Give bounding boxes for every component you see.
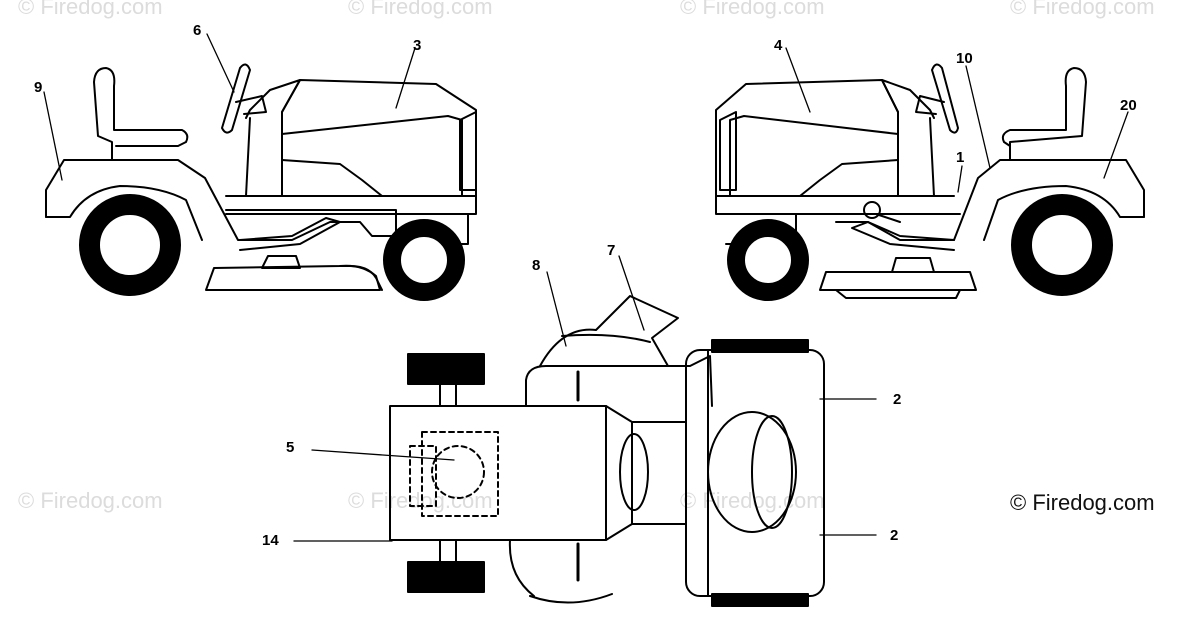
- hood-dome-inner: [751, 415, 793, 529]
- hood-grille: [459, 111, 477, 191]
- front-wheel-rim: [743, 235, 793, 285]
- front-hood: [685, 349, 825, 597]
- callout-8: 8: [532, 257, 540, 274]
- callout-14: 14: [262, 532, 279, 549]
- brand-text: © Firedog.com: [1010, 490, 1155, 515]
- callout-7: 7: [607, 242, 615, 259]
- callout-6: 6: [193, 22, 201, 39]
- tractor-top-view: [389, 295, 825, 607]
- callout-2-upper: 2: [893, 391, 901, 408]
- lift-lever-knob: [863, 201, 881, 219]
- hood: [281, 79, 477, 197]
- rear-fender-inner: [45, 185, 203, 241]
- hood: [715, 79, 899, 197]
- frame: [225, 195, 477, 215]
- callout-10: 10: [956, 50, 973, 67]
- deck-chute: [339, 265, 383, 291]
- rear-tire-bottom: [407, 561, 485, 593]
- hood-lens: [619, 433, 649, 511]
- callout-2-lower: 2: [890, 527, 898, 544]
- hood-lower: [729, 159, 899, 197]
- callout-9: 9: [34, 79, 42, 96]
- watermark: © Firedog.com: [348, 0, 493, 19]
- watermark: © Firedog.com: [1010, 0, 1155, 19]
- hood-neck-top: [631, 421, 687, 525]
- rear-axle: [439, 383, 457, 563]
- rear-fender: [835, 159, 1145, 241]
- hood-dome: [707, 411, 797, 533]
- decal-circle: [431, 445, 485, 499]
- tractor-left-view: [45, 63, 477, 301]
- steering-column: [915, 95, 945, 115]
- front-tire-bottom: [711, 593, 809, 607]
- watermark: © Firedog.com: [18, 488, 163, 513]
- watermark: © Firedog.com: [18, 0, 163, 19]
- deck-outline: [508, 539, 613, 604]
- seat-top: [539, 295, 679, 367]
- rear-tire-top: [407, 353, 485, 385]
- decal-outline: [421, 431, 499, 517]
- hood-neck: [605, 405, 633, 541]
- leader-lines: [43, 33, 1129, 542]
- steering-column: [235, 95, 267, 115]
- hood-lower: [281, 159, 463, 197]
- mower-deck: [205, 264, 381, 291]
- callout-3: 3: [413, 37, 421, 54]
- steering-top: [561, 333, 651, 343]
- rear-wheel-rim: [1030, 213, 1094, 277]
- callout-20: 20: [1120, 97, 1137, 114]
- seat: [1001, 67, 1087, 161]
- callout-4: 4: [774, 37, 783, 54]
- callouts: 6 3 9 4 10 20 1 8 7 5 14 2 2: [34, 22, 1137, 549]
- steering-wheel: [221, 63, 251, 134]
- callout-1: 1: [956, 149, 964, 166]
- foot-pedal: [851, 221, 955, 251]
- rear-fender-inner: [983, 185, 1145, 241]
- watermark: © Firedog.com: [348, 488, 493, 513]
- tractor-right-view: [715, 63, 1145, 301]
- seat: [93, 67, 189, 161]
- front-tire-top: [711, 339, 809, 353]
- foot-pedal: [239, 217, 341, 251]
- rear-body: [389, 405, 607, 541]
- mid-body: [525, 355, 713, 407]
- mower-deck: [819, 271, 977, 291]
- deck-skirt: [835, 289, 961, 299]
- decal-outline-inner: [409, 445, 437, 507]
- deck-hanger: [891, 257, 935, 273]
- lift-lever: [875, 213, 901, 223]
- callout-5: 5: [286, 439, 294, 456]
- front-wheel-rim: [399, 235, 449, 285]
- watermark: © Firedog.com: [680, 0, 825, 19]
- deck-hanger: [261, 255, 301, 269]
- hood-grille: [719, 111, 737, 191]
- frame: [715, 195, 961, 215]
- steering-wheel: [931, 63, 959, 134]
- rear-wheel-rim: [98, 213, 162, 277]
